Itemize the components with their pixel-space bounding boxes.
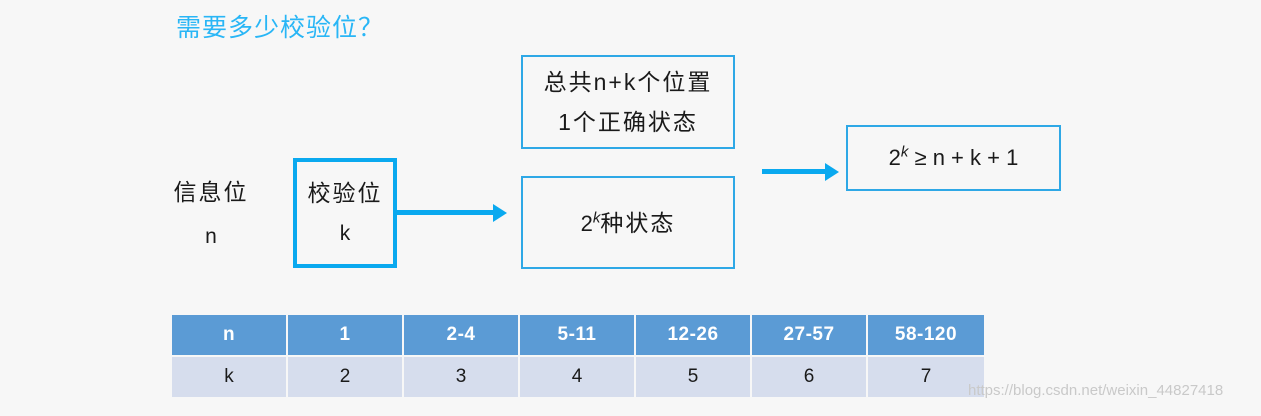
formula-relation: ≥ n + k + 1 xyxy=(908,145,1019,170)
table-header-cell: 2-4 xyxy=(404,315,520,357)
check-bits-label: 校验位 xyxy=(307,180,383,206)
table-header-row: n 1 2-4 5-11 12-26 27-57 58-120 xyxy=(172,315,984,357)
arrow-right-icon-states-to-formula xyxy=(762,169,826,174)
table-cell: 4 xyxy=(520,357,636,397)
info-bits-label-group: 信息位 n xyxy=(152,168,270,260)
states-exponent: k xyxy=(592,209,601,227)
table-cell: k xyxy=(172,357,288,397)
watermark-url: https://blog.csdn.net/weixin_44827418 xyxy=(968,382,1224,399)
table-cell: 5 xyxy=(636,357,752,397)
table-header-cell: n xyxy=(172,315,288,357)
inequality-expression: 2k ≥ n + k + 1 xyxy=(889,144,1019,172)
table-cell: 7 xyxy=(868,357,984,397)
total-positions-line-1: 总共n+k个位置 xyxy=(543,69,713,95)
check-bits-symbol: k xyxy=(339,222,351,245)
table-cell: 6 xyxy=(752,357,868,397)
total-positions-line-2: 1个正确状态 xyxy=(558,109,698,135)
states-base: 2 xyxy=(580,210,593,236)
table-cell: 2 xyxy=(288,357,404,397)
formula-exponent: k xyxy=(900,143,909,161)
table-header-cell: 58-120 xyxy=(868,315,984,357)
table-header-cell: 27-57 xyxy=(752,315,868,357)
table-header-cell: 5-11 xyxy=(520,315,636,357)
table-cell: 3 xyxy=(404,357,520,397)
table-header-cell: 1 xyxy=(288,315,404,357)
info-bits-label: 信息位 xyxy=(173,179,249,205)
info-bits-symbol: n xyxy=(205,225,217,248)
states-count-expression: 2k种状态 xyxy=(581,208,676,238)
check-bits-box[interactable]: 校验位 k xyxy=(293,158,397,268)
table-header-cell: 12-26 xyxy=(636,315,752,357)
inequality-formula-box[interactable]: 2k ≥ n + k + 1 xyxy=(846,125,1061,191)
n-k-mapping-table: n 1 2-4 5-11 12-26 27-57 58-120 k 2 3 4 … xyxy=(172,315,984,397)
states-suffix: 种状态 xyxy=(600,209,676,236)
page-title: 需要多少校验位？ xyxy=(176,14,385,42)
states-count-box[interactable]: 2k种状态 xyxy=(521,176,735,269)
total-positions-box[interactable]: 总共n+k个位置 1个正确状态 xyxy=(521,55,735,149)
formula-base: 2 xyxy=(888,145,901,170)
arrow-right-icon-check-to-states xyxy=(397,210,494,215)
table-row: k 2 3 4 5 6 7 xyxy=(172,357,984,397)
